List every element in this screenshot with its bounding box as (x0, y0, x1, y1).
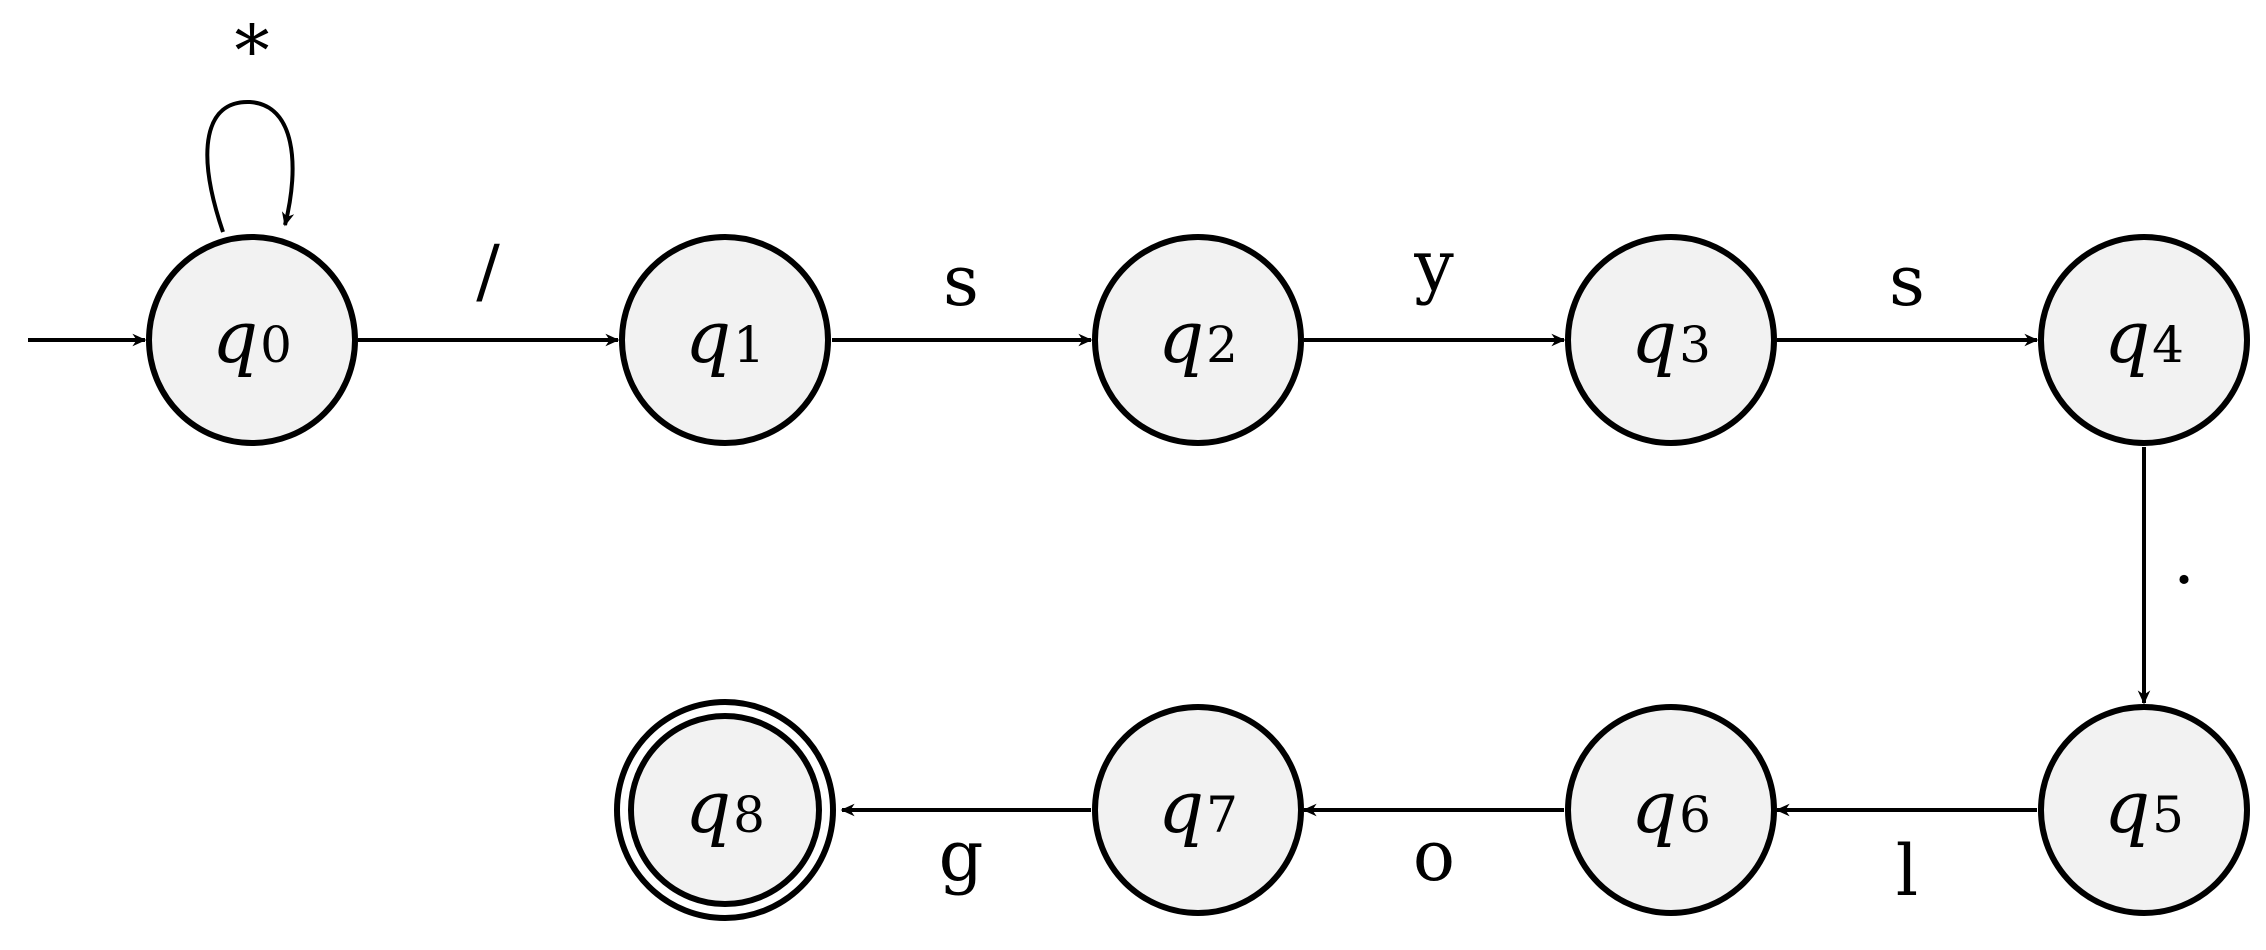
state-label-q4: q4 (2104, 295, 2184, 379)
state-label-q7: q7 (1158, 765, 1238, 849)
state-q7: q7 (1092, 704, 1304, 916)
edge-label-q4-q5: . (2173, 518, 2195, 600)
edge-label-q7-q8: g (939, 815, 984, 897)
edge-q0-q0-loop (205, 99, 295, 233)
state-label-q3: q3 (1631, 295, 1711, 379)
state-q0: q0 (146, 234, 358, 446)
edge-label-q2-q3: y (1413, 225, 1454, 307)
edges (28, 99, 2151, 817)
edge-label-q0-q0: * (235, 10, 270, 92)
edge-label-q6-q7: o (1413, 815, 1455, 897)
edge-label-q5-q6: l (1896, 830, 1918, 912)
state-q1: q1 (619, 234, 831, 446)
state-q2: q2 (1092, 234, 1304, 446)
state-label-q6: q6 (1631, 765, 1711, 849)
state-q4: q4 (2038, 234, 2250, 446)
state-label-q1: q1 (685, 295, 765, 379)
edge-label-q0-q1: / (476, 230, 500, 312)
state-q8-accepting: q8 (614, 699, 836, 921)
state-q6: q6 (1565, 704, 1777, 916)
state-label-q2: q2 (1158, 295, 1238, 379)
edge-labels: * / s y s . l o g (235, 10, 2196, 912)
edge-label-q3-q4: s (1889, 240, 1925, 322)
state-label-q0: q0 (212, 295, 292, 379)
edge-label-q1-q2: s (943, 240, 979, 322)
state-q5: q5 (2038, 704, 2250, 916)
state-label-q5: q5 (2104, 765, 2184, 849)
state-label-q8: q8 (685, 765, 765, 849)
state-q3: q3 (1565, 234, 1777, 446)
